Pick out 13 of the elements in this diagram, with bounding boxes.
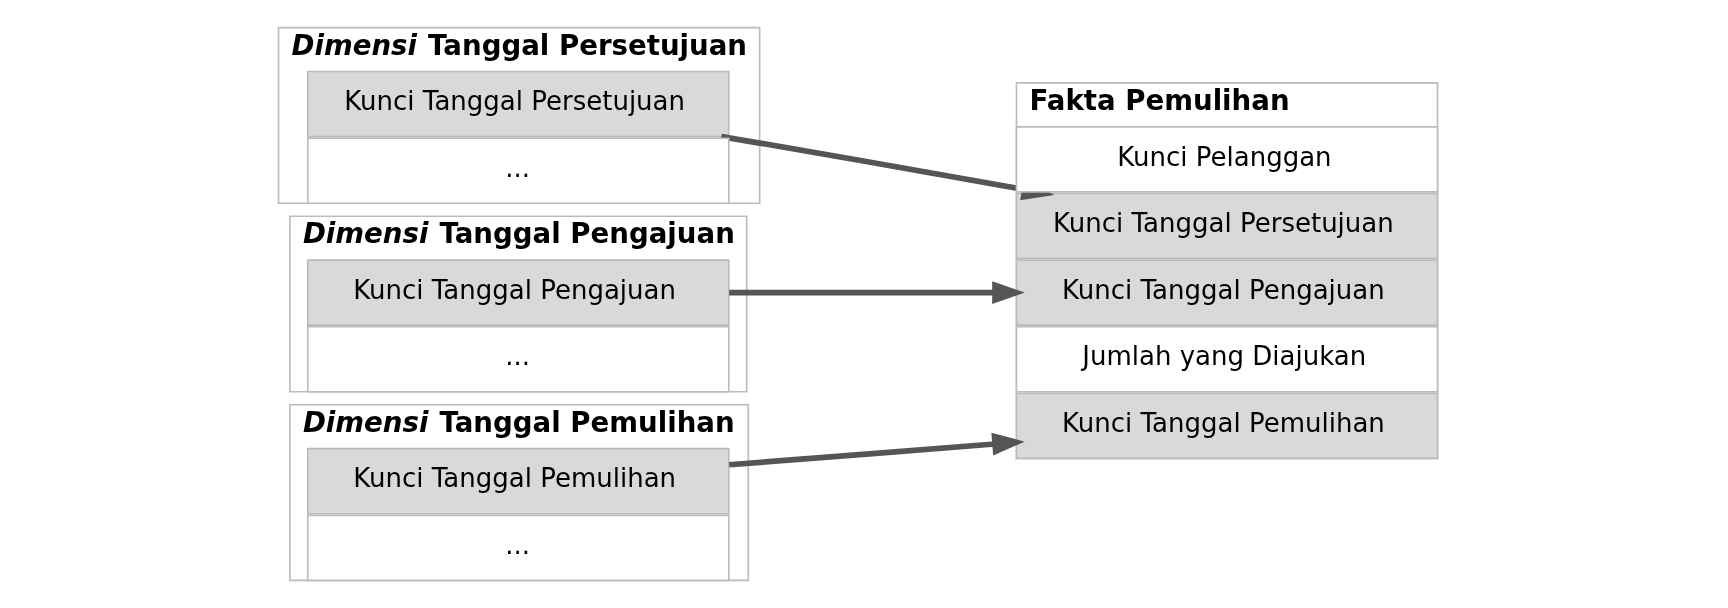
node-box: ... (306, 514, 730, 582)
arrow (728, 432, 1025, 468)
node-box: Kunci Tanggal Persetujuan (1015, 192, 1438, 260)
node-box: Kunci Tanggal Pemulihan (1015, 392, 1438, 460)
node-box: ... (306, 137, 730, 205)
node-box: Kunci Tanggal Pemulihan (306, 447, 730, 515)
node-box: ... (306, 325, 730, 393)
node-box: Jumlah yang Diajukan (1015, 325, 1438, 393)
node-box: Kunci Tanggal Pengajuan (306, 259, 730, 326)
node-box: Kunci Pelanggan (1015, 126, 1438, 193)
arrow (728, 281, 1025, 305)
node-box: Kunci Tanggal Persetujuan (306, 70, 730, 138)
node-box: Kunci Tanggal Pengajuan (1015, 259, 1438, 326)
